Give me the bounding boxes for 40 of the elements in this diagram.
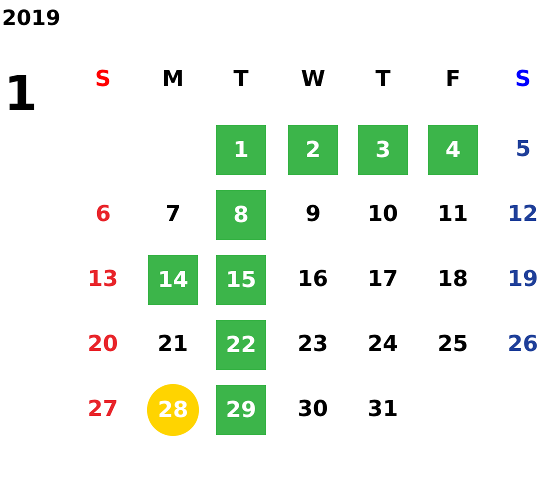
highlighted-date: 2	[288, 125, 338, 175]
date-number: 7	[166, 204, 181, 226]
date-number: 5	[516, 139, 531, 161]
highlighted-date: 8	[216, 190, 266, 240]
highlighted-date: 22	[216, 320, 266, 370]
highlighted-date: 1	[216, 125, 266, 175]
date-number: 25	[438, 334, 468, 356]
highlighted-date: 29	[216, 385, 266, 435]
date-number: 16	[298, 269, 328, 291]
date-number: 31	[368, 399, 398, 421]
weekday-header: S	[95, 69, 111, 91]
date-number: 19	[508, 269, 538, 291]
date-number: 12	[508, 204, 538, 226]
date-number: 9	[306, 204, 321, 226]
highlighted-date-circle: 28	[147, 384, 199, 436]
date-number: 13	[88, 269, 118, 291]
month-number: 1	[4, 70, 38, 118]
date-number: 17	[368, 269, 398, 291]
highlighted-date: 3	[358, 125, 408, 175]
weekday-header: T	[234, 69, 249, 91]
weekday-header: F	[446, 69, 461, 91]
highlighted-date: 15	[216, 255, 266, 305]
highlighted-date: 4	[428, 125, 478, 175]
date-number: 21	[158, 334, 188, 356]
weekday-header: W	[301, 69, 326, 91]
date-number: 24	[368, 334, 398, 356]
date-number: 23	[298, 334, 328, 356]
date-number: 18	[438, 269, 468, 291]
weekday-header: S	[515, 69, 531, 91]
date-number: 30	[298, 399, 328, 421]
year-heading: 2019	[2, 8, 60, 29]
highlighted-date: 14	[148, 255, 198, 305]
weekday-header: T	[376, 69, 391, 91]
date-number: 6	[96, 204, 111, 226]
date-number: 27	[88, 399, 118, 421]
weekday-header: M	[162, 69, 184, 91]
date-number: 20	[88, 334, 118, 356]
date-number: 10	[368, 204, 398, 226]
date-number: 11	[438, 204, 468, 226]
date-number: 26	[508, 334, 538, 356]
